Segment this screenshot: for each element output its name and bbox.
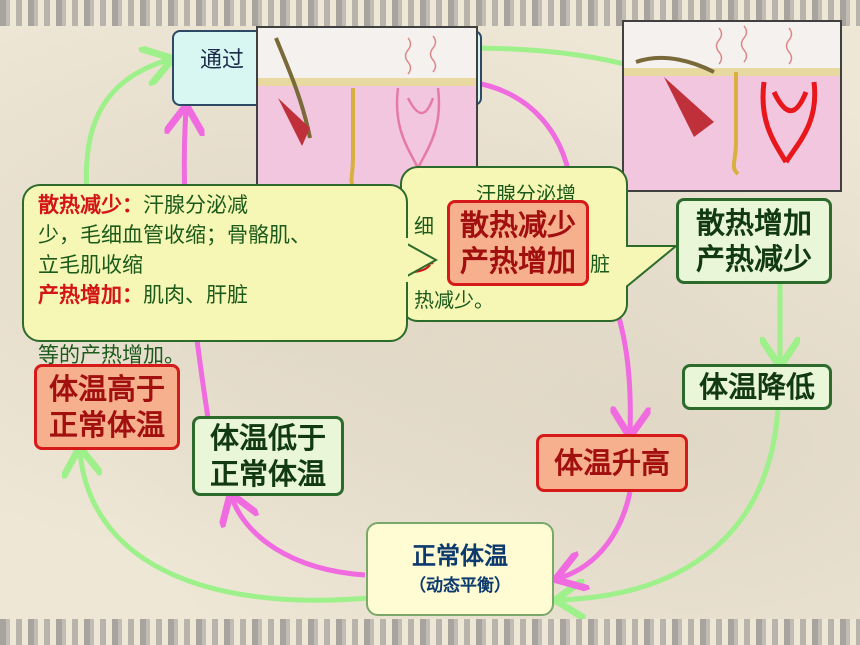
callout-row1: 散热减少：汗腺分泌减 [38,190,392,220]
callout-row3: 立毛肌收缩 [38,253,143,277]
callout-row5: 等的产热增加。 [38,343,185,367]
heat-loss-decrease-box: 散热减少 产热增加 [447,200,589,286]
callout-right-frag5: 热减少。 [414,288,494,312]
below-line2: 正常体温 [209,457,326,491]
callout-right-tail [610,242,679,296]
callout-heat-loss-decrease: 散热减少：汗腺分泌减 少，毛细血管收缩；骨骼肌、 立毛肌收缩 产热增加：肌肉、肝… [22,184,408,342]
arrow-drop-to-normal [560,407,781,600]
temp-below-box: 体温低于 正常体温 [192,416,344,496]
skin-warm-drawing [624,22,840,190]
temp-drop-box: 体温降低 [682,364,832,410]
decrease-line1: 散热减少 [459,208,576,242]
callout-text2a: 肌肉、肝脏 [143,283,248,307]
arrow-above-to-via [83,60,168,206]
temp-above-box: 体温高于 正常体温 [34,364,180,450]
temp-rise-box: 体温升高 [536,434,688,492]
arrow-rise-to-normal [560,491,633,578]
increase-line2: 产热减少 [695,242,812,276]
normal-temp-box: 正常体温 （动态平衡） [366,522,554,616]
below-line1: 体温低于 [209,421,326,455]
normal-line2: （动态平衡） [409,576,511,596]
callout-label2: 产热增加： [38,283,143,307]
callout-label1: 散热减少： [38,193,143,217]
decorative-border-bottom [0,619,860,645]
increase-line1: 散热增加 [695,206,812,240]
callout-right-frag2: 细 [414,214,434,238]
temp-rise-text: 体温升高 [553,446,670,480]
callout-right-frag4: 脏 [590,252,610,276]
arrow-normal-to-below [232,498,366,578]
temp-drop-text: 体温降低 [698,370,815,404]
skin-illustration-warm [622,20,842,192]
callout-row4: 产热增加：肌肉、肝脏 [38,280,392,310]
above-line2: 正常体温 [48,408,165,442]
heat-loss-increase-box: 散热增加 产热减少 [676,198,832,284]
decrease-line2: 产热增加 [459,244,576,278]
callout-left-tail [400,238,439,282]
callout-text1a: 汗腺分泌减 [143,193,248,217]
arrow-normal-to-above [80,452,369,603]
callout-row2: 少，毛细血管收缩；骨骼肌、 [38,223,311,247]
normal-line1: 正常体温 [412,542,508,570]
above-line1: 体温高于 [48,372,165,406]
via-text: 通过 [200,48,245,73]
